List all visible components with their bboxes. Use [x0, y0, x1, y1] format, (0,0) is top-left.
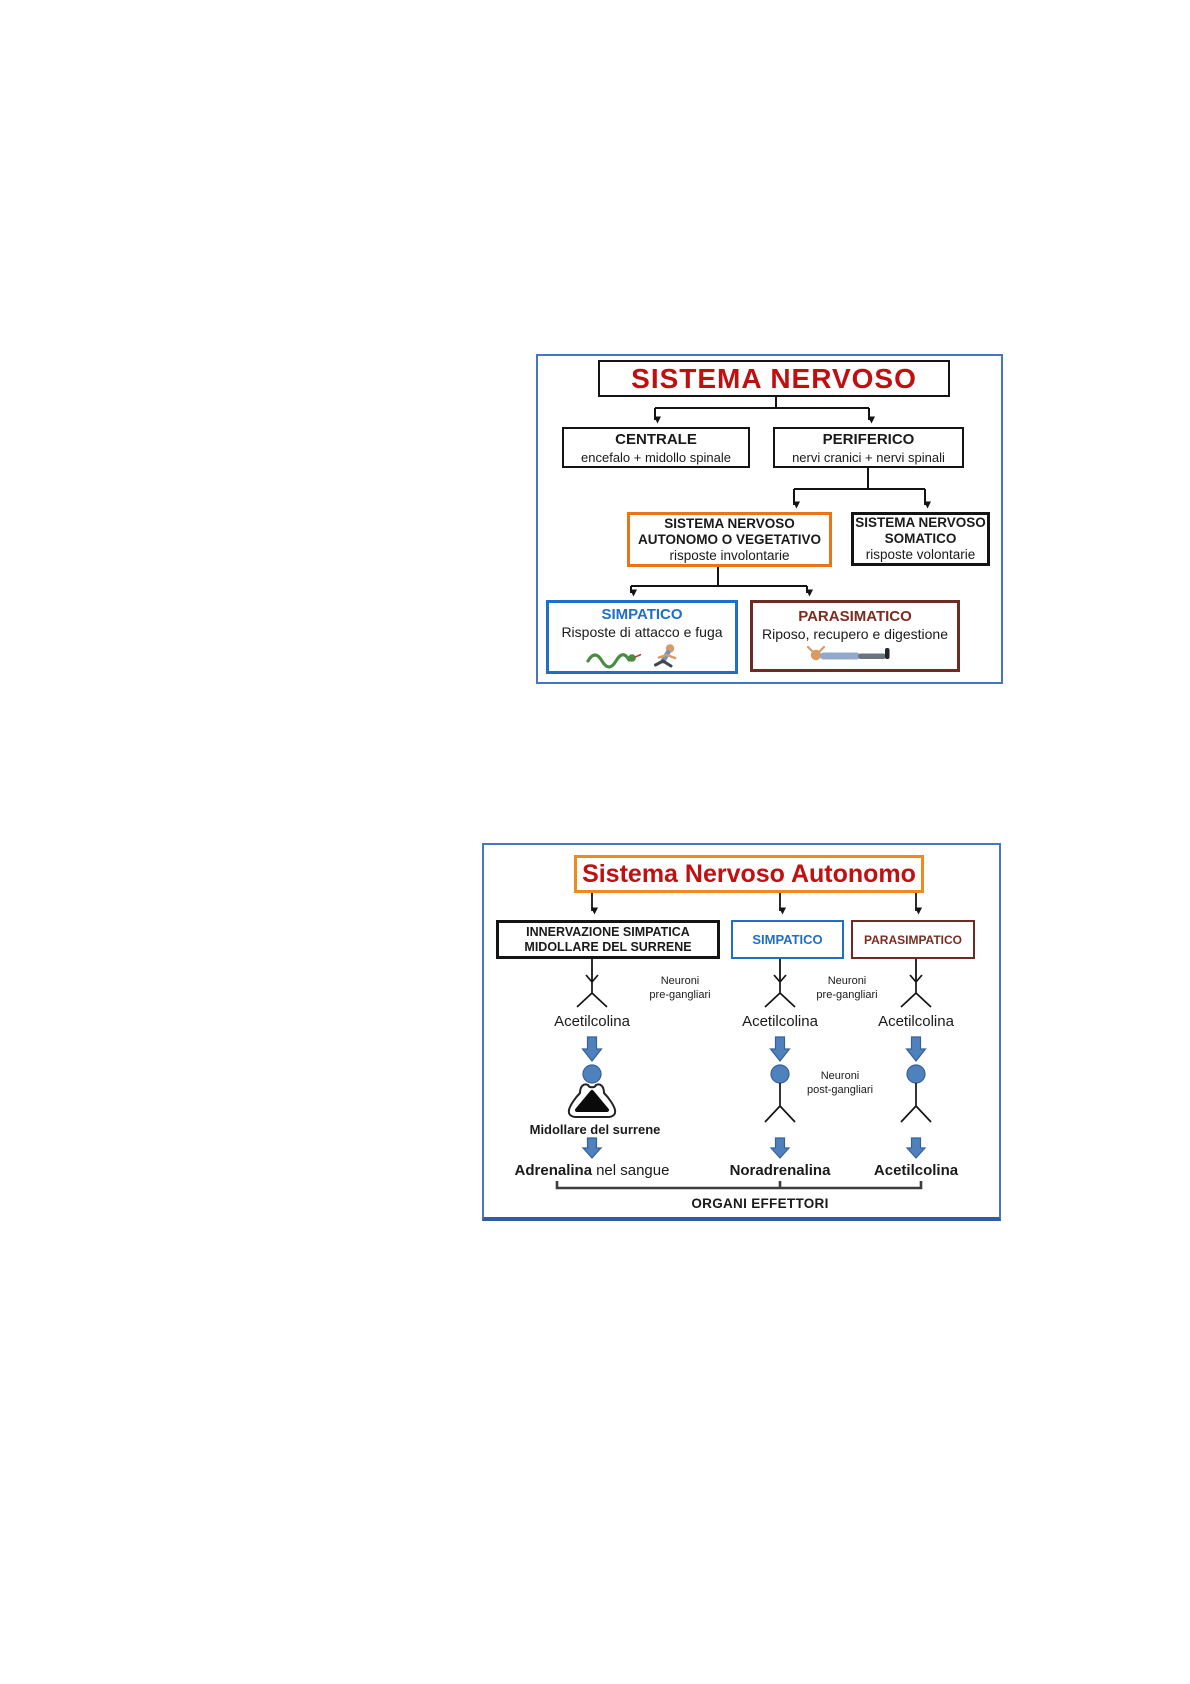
- diagram-sistema-nervoso: SISTEMA NERVOSO CENTRALE encefalo + mido…: [536, 354, 1003, 684]
- autonomo-line3: risposte involontarie: [669, 547, 790, 563]
- innervazione-line2: MIDOLLARE DEL SURRENE: [524, 939, 692, 954]
- node-somatico: SISTEMA NERVOSO SOMATICO risposte volont…: [851, 512, 990, 566]
- label-acetilcolina-col1: Acetilcolina: [554, 1013, 630, 1030]
- pre1-line2: pre-gangliari: [649, 989, 711, 1001]
- diagram2-title: Sistema Nervoso Autonomo: [582, 859, 916, 888]
- node-sna-simpatico: SIMPATICO: [731, 920, 844, 959]
- node-sistema-nervoso: SISTEMA NERVOSO: [598, 360, 950, 397]
- output-adrenalina-bold: Adrenalina: [514, 1162, 593, 1179]
- blue-block-arrow-icons-row1: [581, 1036, 927, 1062]
- adrenal-medulla-gland-icon: [567, 1083, 617, 1118]
- sna-parasimpatico-name: PARASIMPATICO: [864, 932, 962, 947]
- node-sna-title: Sistema Nervoso Autonomo: [574, 855, 924, 893]
- pre2-line2: pre-gangliari: [816, 989, 878, 1001]
- sna-simpatico-name: SIMPATICO: [752, 932, 823, 947]
- post-line1: Neuroni: [820, 1070, 860, 1082]
- label-organi-effettori: ORGANI EFFETTORI: [691, 1196, 829, 1211]
- post-line2: post-gangliari: [806, 1084, 874, 1096]
- label-acetilcolina-col3: Acetilcolina: [878, 1013, 954, 1030]
- somatico-line3: risposte volontarie: [865, 547, 976, 562]
- node-parasimatico: PARASIMATICO Riposo, recupero e digestio…: [750, 600, 960, 672]
- periferico-name: PERIFERICO: [822, 430, 915, 448]
- centrale-desc: encefalo + midollo spinale: [581, 449, 731, 465]
- parasimatico-desc: Riposo, recupero e digestione: [761, 625, 948, 642]
- node-sna-parasimpatico: PARASIMPATICO: [851, 920, 975, 959]
- snake-and-running-person-icon: [586, 643, 677, 669]
- innervazione-line1: INNERVAZIONE SIMPATICA: [526, 924, 690, 939]
- label-neuroni-pre-gangliari-1: Neuroni pre-gangliari: [630, 974, 730, 1002]
- label-midollare-del-surrene: Midollare del surrene: [529, 1122, 661, 1137]
- simpatico-name: SIMPATICO: [601, 605, 683, 623]
- label-neuroni-post-gangliari: Neuroni post-gangliari: [790, 1069, 890, 1097]
- label-neuroni-pre-gangliari-2: Neuroni pre-gangliari: [797, 974, 897, 1002]
- diagram-sistema-nervoso-autonomo: Sistema Nervoso Autonomo INNERVAZIONE SI…: [482, 843, 1001, 1221]
- label-acetilcolina-col2: Acetilcolina: [742, 1013, 818, 1030]
- somatico-line2: SOMATICO: [884, 531, 957, 546]
- output-adrenalina-rest: nel sangue: [596, 1162, 670, 1179]
- diagram1-title: SISTEMA NERVOSO: [631, 362, 917, 394]
- periferico-desc: nervi cranici + nervi spinali: [792, 449, 945, 465]
- autonomo-line2: AUTONOMO O VEGETATIVO: [637, 531, 821, 547]
- pre2-line1: Neuroni: [827, 975, 867, 987]
- simpatico-desc: Risposte di attacco e fuga: [561, 623, 723, 640]
- effector-bracket-line: [555, 1181, 923, 1190]
- node-innervazione-simpatica: INNERVAZIONE SIMPATICA MIDOLLARE DEL SUR…: [496, 920, 720, 959]
- person-resting-icon: [806, 645, 890, 660]
- node-autonomo: SISTEMA NERVOSO AUTONOMO O VEGETATIVO ri…: [627, 512, 832, 567]
- somatico-line1: SISTEMA NERVOSO: [855, 515, 986, 530]
- node-periferico: PERIFERICO nervi cranici + nervi spinali: [773, 427, 964, 468]
- centrale-name: CENTRALE: [615, 430, 697, 448]
- pre1-line1: Neuroni: [660, 975, 700, 987]
- output-noradrenalina: Noradrenalina: [729, 1162, 831, 1179]
- parasimatico-name: PARASIMATICO: [798, 607, 912, 625]
- node-simpatico: SIMPATICO Risposte di attacco e fuga: [546, 600, 738, 674]
- output-acetilcolina: Acetilcolina: [873, 1162, 959, 1179]
- blue-block-arrow-icons-row2: [581, 1137, 927, 1159]
- node-centrale: CENTRALE encefalo + midollo spinale: [562, 427, 750, 468]
- autonomo-line1: SISTEMA NERVOSO: [664, 515, 795, 531]
